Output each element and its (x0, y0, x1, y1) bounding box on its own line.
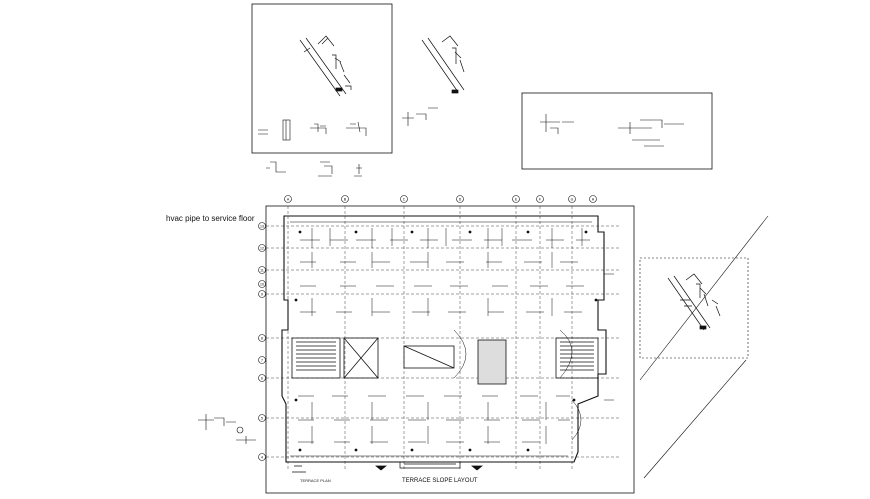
grid-row-label: 7 (261, 358, 263, 362)
grid-row-label: 8 (261, 336, 263, 340)
grid-column-label: D (459, 198, 462, 202)
grid-row-label: 5 (261, 416, 263, 420)
hvac-pipe-note: hvac pipe to service floor (166, 214, 255, 223)
detail-sheet-top-middle (402, 107, 438, 126)
section-detail-right (604, 215, 769, 479)
grid-row-label: 13 (260, 224, 264, 228)
grid-row-label: 6 (261, 376, 263, 380)
terrace-slope-layout-title: TERRACE SLOPE LAYOUT (402, 478, 478, 484)
grid-column-label: F (539, 198, 541, 202)
detail-sheet-top-left (251, 3, 465, 177)
detail-sheet-top-right (521, 92, 713, 170)
terrace-plan-label: TERRACE PLAN (300, 478, 331, 483)
grid-column-label: A (287, 198, 290, 202)
terrace-plan (258, 195, 635, 494)
grid-column-label: H (592, 198, 595, 202)
grid-column-label: G (571, 198, 574, 202)
grid-column-label: E (515, 198, 518, 202)
grid-column-label: B (344, 198, 347, 202)
grid-column-label: C (403, 198, 406, 202)
grid-row-label: 12 (260, 246, 264, 250)
grid-row-label: 9 (261, 292, 263, 296)
grid-row-label: 10 (260, 282, 264, 286)
detail-small-left (198, 414, 256, 444)
grid-row-label: 11 (260, 268, 264, 272)
grid-row-label: 4 (261, 455, 263, 459)
